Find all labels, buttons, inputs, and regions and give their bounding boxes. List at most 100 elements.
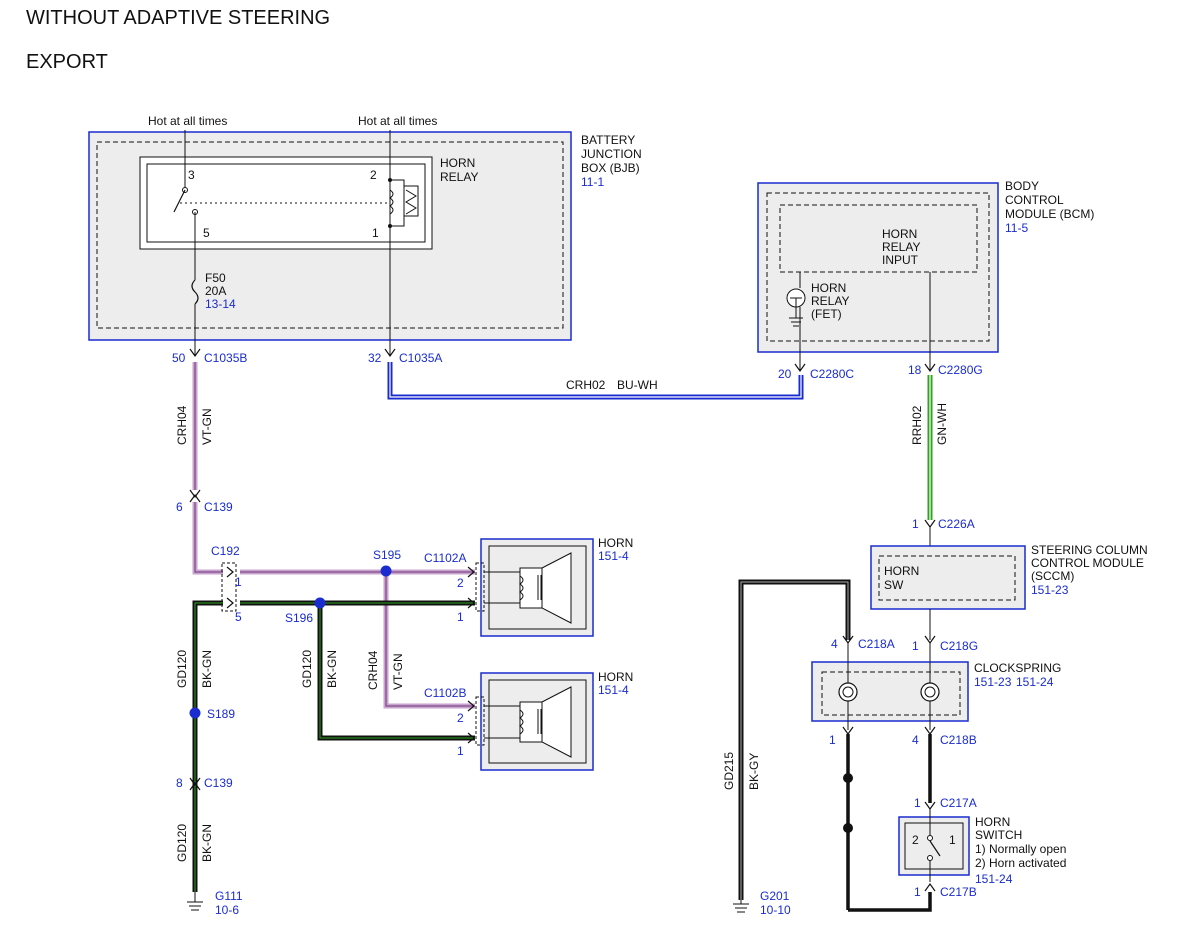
s196-label: S196 — [285, 611, 313, 625]
c218a-label: C218A — [858, 637, 895, 651]
c1035b-label: C1035B — [204, 351, 247, 365]
hot-at-all-times-left: Hot at all times — [148, 114, 227, 128]
c218a-pin: 4 — [831, 637, 838, 651]
bcm-input-1: HORN — [882, 227, 917, 241]
bcm-ref: 11-5 — [1005, 221, 1028, 235]
c192-label: C192 — [211, 544, 240, 558]
c192-connector — [221, 562, 237, 612]
c1035a-pin: 32 — [368, 351, 382, 365]
c226a-label: C226A — [938, 517, 975, 531]
horn-a-ref: 151-4 — [598, 549, 629, 563]
horn-relay-label-2: RELAY — [440, 170, 478, 184]
hot-at-all-times-right: Hot at all times — [358, 114, 437, 128]
c2280g-pin: 18 — [908, 363, 922, 377]
wire-gd215 — [738, 579, 851, 900]
sccm-sw-2: SW — [884, 578, 904, 592]
s195-label: S195 — [373, 548, 401, 562]
inline-node-lower — [843, 823, 853, 833]
c226a-pin: 1 — [912, 517, 919, 531]
bcm-name-2: CONTROL — [1005, 193, 1064, 207]
fuse-name: F50 — [205, 271, 226, 285]
bcm-input-2: RELAY — [882, 240, 920, 254]
horn-b-ref: 151-4 — [598, 683, 629, 697]
clockspring-name: CLOCKSPRING — [974, 661, 1061, 675]
horn-switch-ref: 151-24 — [975, 872, 1013, 886]
horn-a-name: HORN — [598, 536, 633, 550]
relay-pin-3: 3 — [188, 168, 195, 182]
c139-upper-label: C139 — [204, 500, 233, 514]
g111-label: G111 — [215, 889, 243, 903]
c218g-label: C218G — [940, 639, 978, 653]
splice-s195 — [380, 565, 392, 577]
relay-pin-1: 1 — [372, 226, 379, 240]
c217a-pin: 1 — [914, 796, 921, 810]
body-control-module: BODY CONTROL MODULE (BCM) 11-5 HORN RELA… — [757, 179, 1094, 370]
bcm-fet-3: (FET) — [811, 307, 842, 321]
wire-gd120b-color: BK-GN — [325, 650, 339, 688]
bjb-name-3: BOX (BJB) — [581, 161, 640, 175]
c1102b-pin-2: 2 — [457, 711, 464, 725]
g201-ref: 10-10 — [760, 903, 791, 917]
wire-crh04b-color: VT-GN — [391, 653, 405, 690]
bjb-name-1: BATTERY — [581, 133, 635, 147]
wire-gd120a-label: GD120 — [175, 650, 189, 688]
c139-lower-pin: 8 — [176, 776, 183, 790]
wire-crh04-color: VT-GN — [200, 408, 214, 445]
g111-ref: 10-6 — [215, 903, 239, 917]
c1035a-label: C1035A — [399, 351, 442, 365]
wire-rrh02-color: GN-WH — [935, 403, 949, 445]
horn-a — [467, 538, 594, 637]
wire-crh04-label: CRH04 — [175, 405, 189, 445]
bcm-name-3: MODULE (BCM) — [1005, 207, 1094, 221]
bjb-ref: 11-1 — [581, 175, 604, 189]
horn-relay-label-1: HORN — [440, 156, 475, 170]
horn-b-name: HORN — [598, 670, 633, 684]
c192-pin-1: 1 — [235, 575, 242, 589]
c217a-label: C217A — [940, 796, 977, 810]
wire-gd120c-label: GD120 — [175, 824, 189, 862]
wire-crh02 — [387, 362, 804, 400]
wire-gd120 — [192, 600, 475, 892]
c1102a-label: C1102A — [424, 551, 466, 565]
wire-crh04b-label: CRH04 — [366, 650, 380, 690]
ground-g201-icon — [733, 900, 749, 913]
c139-upper-pin: 6 — [176, 500, 183, 514]
wire-gd215-label: GD215 — [722, 752, 736, 790]
relay-pin-2: 2 — [370, 168, 377, 182]
splice-s196 — [314, 597, 326, 609]
g201-label: G201 — [760, 889, 790, 903]
horn-switch-note-1: 1) Normally open — [975, 842, 1066, 856]
sccm-ref: 151-23 — [1031, 583, 1069, 597]
horn-switch-name-2: SWITCH — [975, 828, 1022, 842]
c218g-pin: 1 — [912, 639, 919, 653]
c218b-pin: 4 — [912, 733, 919, 747]
bjb-name-2: JUNCTION — [581, 147, 642, 161]
wire-crh02-label: CRH02 — [566, 378, 606, 392]
clockspring — [811, 661, 969, 730]
c1102a-pin-1: 1 — [457, 610, 464, 624]
wire-gd120c-color: BK-GN — [200, 824, 214, 862]
c1102a-pin-2: 2 — [457, 576, 464, 590]
sccm-name-2: CONTROL MODULE — [1031, 556, 1144, 570]
title-line-1: WITHOUT ADAPTIVE STEERING — [26, 7, 330, 29]
wire-rrh02-label: RRH02 — [910, 405, 924, 445]
c218b-label: C218B — [940, 733, 977, 747]
wire-gd215-color: BK-GY — [747, 753, 761, 790]
horn-switch-note-2: 2) Horn activated — [975, 856, 1066, 870]
title-line-2: EXPORT — [26, 51, 108, 73]
wire-crh04-to-c192 — [192, 502, 223, 575]
bcm-name-1: BODY — [1005, 179, 1039, 193]
wire-gd120a-color: BK-GN — [200, 650, 214, 688]
bcm-fet-1: HORN — [811, 281, 846, 295]
horn-switch-pin-2: 2 — [912, 833, 919, 847]
sccm-name-1: STEERING COLUMN — [1031, 543, 1148, 557]
c2280c-label: C2280C — [810, 367, 854, 381]
sccm-sw-1: HORN — [884, 564, 919, 578]
wire-gd120b-label: GD120 — [300, 650, 314, 688]
clockspring-ref-2: 151-24 — [1016, 675, 1054, 689]
c2280c-pin: 20 — [778, 367, 792, 381]
steering-column-control-module — [870, 545, 1026, 610]
c139-lower-label: C139 — [204, 776, 233, 790]
s189-label: S189 — [207, 707, 235, 721]
